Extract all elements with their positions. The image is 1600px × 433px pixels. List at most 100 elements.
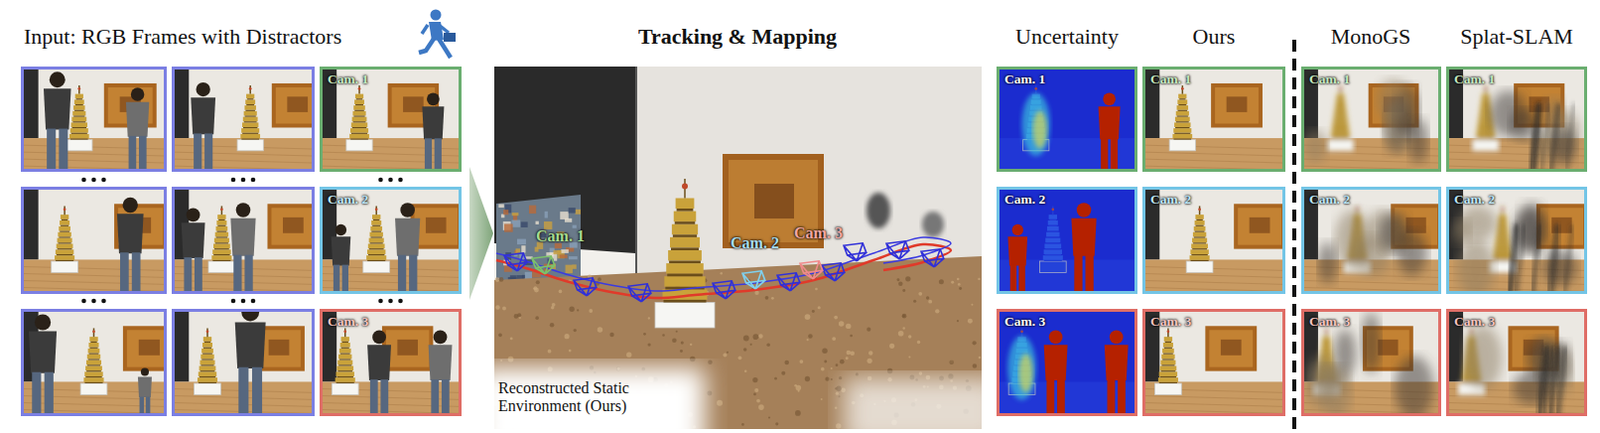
art-rect [408, 255, 417, 294]
art-circle [934, 308, 939, 313]
art-rect [213, 254, 230, 256]
art-rect [70, 137, 89, 139]
art-rect [1498, 214, 1507, 220]
art-rect [568, 256, 578, 260]
art-rect [521, 245, 526, 253]
art-circle [902, 288, 906, 292]
ellipsis-dot [231, 177, 237, 183]
frame-image [319, 186, 462, 294]
art-rect [198, 371, 217, 377]
art-rect [1195, 220, 1205, 226]
art-circle [834, 405, 837, 408]
art-rect [1497, 231, 1508, 233]
art-rect [1186, 261, 1213, 272]
art-line [171, 286, 315, 291]
art-path [1549, 224, 1558, 294]
art-circle [889, 343, 895, 349]
art-circle [1102, 93, 1116, 107]
art-rect [58, 129, 68, 172]
art-rect [1194, 236, 1205, 238]
art-line [1142, 158, 1286, 163]
art-rect [672, 234, 697, 238]
art-rect [525, 271, 533, 279]
reconstruction [494, 66, 982, 429]
art-circle [689, 343, 692, 346]
art-circle [186, 208, 201, 223]
pagoda [194, 327, 222, 395]
art-circle [597, 326, 603, 332]
art-rect [1333, 127, 1347, 129]
art-line [1142, 266, 1286, 270]
art-rect [1179, 98, 1186, 100]
art-rect [84, 382, 103, 384]
art-circle [1483, 87, 1487, 91]
camera-frame: Cam. 2 [319, 186, 462, 294]
art-rect [336, 382, 355, 384]
ellipsis-dot [101, 298, 107, 304]
art-rect [1048, 231, 1059, 233]
art-path [1070, 218, 1096, 257]
art-rect [203, 347, 212, 349]
art-rect [1479, 115, 1491, 117]
art-rect [171, 259, 315, 294]
art-rect [20, 259, 167, 294]
art-rect [430, 379, 439, 416]
frame-image [1301, 186, 1442, 294]
art-rect [370, 379, 379, 416]
art-path [235, 321, 267, 369]
art-rect [667, 250, 702, 262]
art-circle [564, 333, 570, 339]
art-rect [204, 341, 211, 343]
art-circle [839, 359, 845, 365]
art-circle [977, 277, 980, 280]
art-rect [1220, 339, 1242, 356]
art-rect [200, 364, 214, 366]
art-circle [196, 82, 211, 97]
art-rect [1336, 104, 1345, 106]
art-rect [425, 217, 447, 234]
art-rect [675, 198, 695, 210]
art-line [1301, 279, 1442, 284]
art-circle [967, 318, 973, 324]
art-rect [336, 365, 354, 371]
frame-image [1446, 66, 1588, 172]
art-rect [1499, 219, 1506, 221]
art-circle [77, 87, 81, 91]
art-rect [1335, 94, 1344, 100]
art-line [20, 408, 167, 413]
camera-frame: Cam. 2 [1446, 186, 1588, 294]
art-rect [1336, 98, 1343, 100]
art-rect [331, 383, 359, 395]
art-rect [338, 354, 352, 360]
art-rect [996, 137, 1138, 172]
art-rect [1332, 122, 1348, 128]
art-rect [215, 232, 229, 238]
art-rect [1334, 115, 1346, 117]
art-circle [849, 334, 853, 338]
art-rect [244, 255, 253, 294]
art-circle [756, 399, 761, 403]
art-circle [1012, 224, 1024, 236]
art-rect [676, 208, 694, 212]
art-rect [1481, 104, 1490, 106]
art-rect [282, 217, 304, 234]
art-circle [758, 333, 763, 338]
art-rect [352, 127, 367, 129]
art-rect [372, 225, 381, 227]
art-rect [217, 231, 228, 233]
art-circle [547, 349, 552, 354]
art-rect [1049, 214, 1058, 220]
art-rect [1335, 99, 1346, 105]
art-ellipse [1543, 249, 1578, 286]
art-rect [1540, 207, 1584, 245]
art-circle [662, 333, 666, 337]
art-circle [753, 393, 757, 397]
art-rect [1163, 342, 1174, 348]
art-rect [123, 325, 167, 371]
art-rect [83, 377, 104, 383]
art-rect [319, 381, 462, 416]
camera-label: Cam. 2 [1304, 189, 1439, 210]
art-circle [838, 376, 842, 380]
art-circle [768, 415, 771, 418]
art-rect [46, 129, 56, 172]
